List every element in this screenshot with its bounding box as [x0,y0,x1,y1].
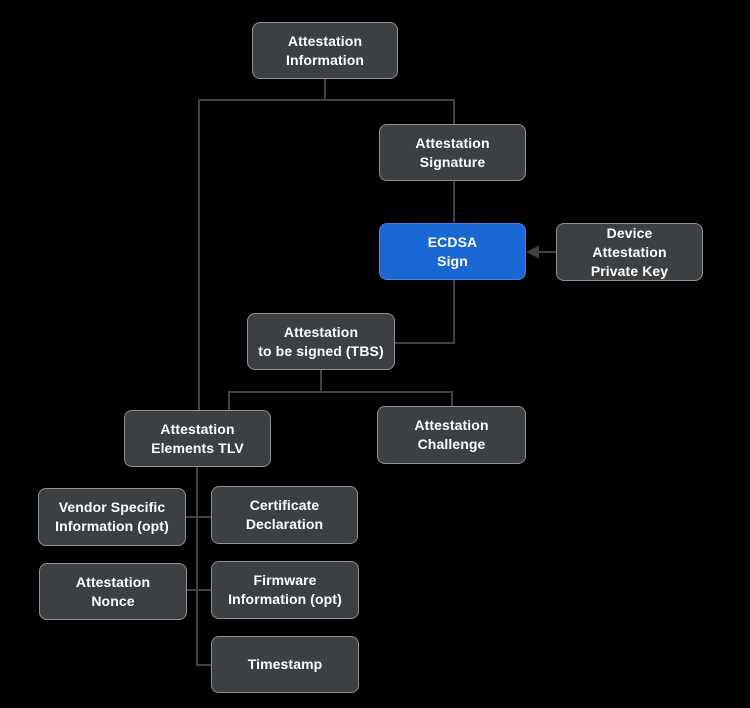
arrowhead-left-icon [526,245,539,259]
node-firmware-information: Firmware Information (opt) [211,561,359,619]
connector-tbs-split [228,391,453,410]
node-device-attestation-private-key: Device Attestation Private Key [556,223,703,281]
node-timestamp: Timestamp [211,636,359,693]
connector-info-split [198,99,455,410]
node-ecdsa-sign: ECDSA Sign [379,223,526,280]
node-attestation-information: Attestation Information [252,22,398,79]
node-vendor-specific-information: Vendor Specific Information (opt) [38,488,186,546]
connector-ecdsa-tbs [395,280,455,344]
node-certificate-declaration: Certificate Declaration [211,486,358,544]
node-attestation-nonce: Attestation Nonce [39,563,187,620]
node-attestation-elements-tlv: Attestation Elements TLV [124,410,271,467]
node-attestation-signature: Attestation Signature [379,124,526,181]
node-attestation-tbs: Attestation to be signed (TBS) [247,313,395,370]
node-attestation-challenge: Attestation Challenge [377,406,526,464]
connector-tlv-trunk [196,467,211,666]
